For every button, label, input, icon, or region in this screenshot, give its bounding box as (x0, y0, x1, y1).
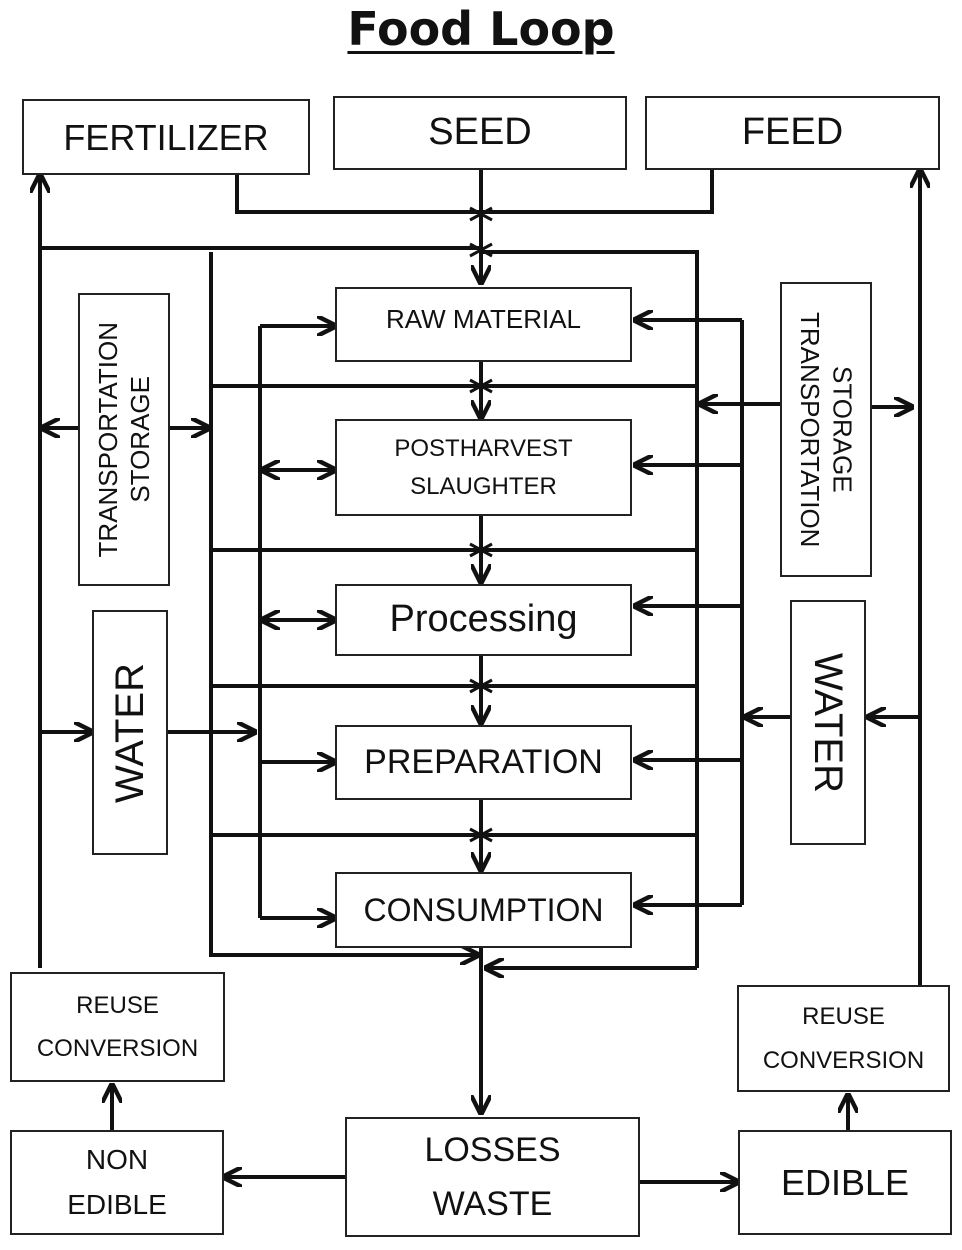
edible-label: EDIBLE (780, 1162, 910, 1203)
preparation-label: PREPARATION (364, 743, 603, 782)
edible-box: EDIBLE (738, 1130, 952, 1235)
raw-material-label: RAW MATERIAL (385, 304, 581, 334)
reuse-left-label: REUSE (76, 991, 159, 1019)
left-water-label: WATER (108, 662, 152, 803)
right-transportation-label: TRANSPORTATION (795, 311, 825, 548)
non-edible-label: EDIBLE (67, 1188, 167, 1220)
processing-box: Processing (335, 584, 632, 656)
left-transport-storage-text: TRANSPORTATION STORAGE (80, 295, 168, 584)
left-transportation-label: TRANSPORTATION (92, 321, 123, 558)
preparation-box: PREPARATION (335, 725, 632, 800)
right-transport-storage-box: TRANSPORTATION STORAGE (780, 282, 872, 577)
left-water-text: WATER (94, 612, 166, 853)
right-water-label: WATER (806, 652, 850, 793)
left-water-box: WATER (92, 610, 168, 855)
right-water-box: WATER (790, 600, 866, 845)
right-transport-storage-text: TRANSPORTATION STORAGE (782, 284, 870, 575)
conversion-left-label: CONVERSION (36, 1035, 199, 1062)
losses-waste-box: LOSSES WASTE (345, 1117, 640, 1237)
left-transport-storage-box: TRANSPORTATION STORAGE (78, 293, 170, 586)
right-storage-label: STORAGE (827, 366, 858, 493)
diagram-title: Food Loop (347, 2, 615, 56)
right-water-text: WATER (792, 602, 864, 843)
seed-box: SEED (333, 96, 627, 170)
non-edible-box: NON EDIBLE (10, 1130, 224, 1235)
seed-label: SEED (428, 111, 532, 154)
postharvest-slaughter-box: POSTHARVEST SLAUGHTER (335, 419, 632, 516)
reuse-right-label: REUSE (802, 1003, 885, 1031)
left-storage-label: STORAGE (125, 376, 155, 503)
fertilizer-box: FERTILIZER (22, 99, 310, 175)
reuse-conversion-right-box: REUSE CONVERSION (737, 985, 950, 1092)
fertilizer-label: FERTILIZER (63, 116, 269, 158)
losses-label: LOSSES (424, 1130, 561, 1169)
postharvest-label: POSTHARVEST (394, 435, 573, 463)
slaughter-label: SLAUGHTER (410, 472, 557, 500)
consumption-label: CONSUMPTION (363, 892, 604, 928)
raw-material-box: RAW MATERIAL (335, 287, 632, 362)
conversion-right-label: CONVERSION (762, 1046, 925, 1074)
processing-label: Processing (389, 598, 578, 641)
waste-label: WASTE (432, 1185, 553, 1223)
feed-box: FEED (645, 96, 940, 170)
reuse-conversion-left-box: REUSE CONVERSION (10, 972, 225, 1082)
non-label: NON (85, 1143, 149, 1175)
consumption-box: CONSUMPTION (335, 872, 632, 948)
feed-label: FEED (741, 111, 844, 154)
